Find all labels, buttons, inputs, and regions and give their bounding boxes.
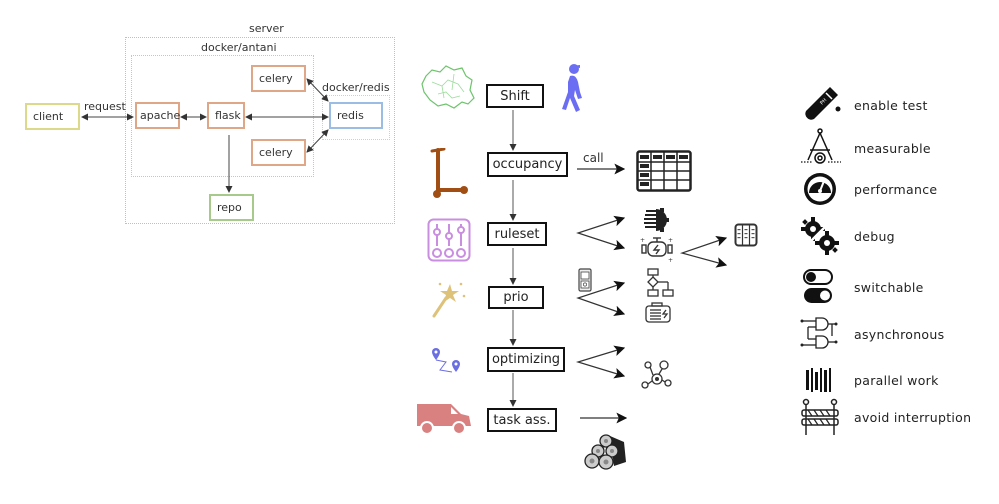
gear-cog-icon [644, 208, 669, 232]
step-prio: prio [488, 286, 544, 309]
celery-node-top: celery [251, 65, 306, 92]
step-task-assignment: task ass. [487, 408, 557, 432]
legend-label-avoid-interruption: avoid interruption [854, 409, 972, 425]
legend-label-parallel-work: parallel work [854, 372, 939, 388]
step-ruleset-label: ruleset [494, 226, 540, 242]
celery-node-top-label: celery [259, 72, 293, 85]
step-shift: Shift [486, 84, 544, 108]
step-occupancy: occupancy [487, 152, 568, 177]
repo-node-label: repo [217, 201, 242, 214]
barrier-icon [801, 398, 839, 435]
legend-item-performance: performance [800, 169, 937, 209]
celery-node-bottom-label: celery [259, 146, 293, 159]
fork-engine [679, 235, 728, 268]
legend-label-performance: performance [854, 181, 938, 197]
log-pile-icon [584, 434, 626, 470]
sliders-icon [427, 218, 471, 262]
legend-item-measurable: measurable [800, 128, 931, 168]
flask-node: flask [207, 102, 245, 129]
svg-text:PH: PH [819, 97, 828, 106]
client-node: client [25, 103, 80, 130]
server-zone-label: server [249, 22, 284, 35]
server-rack-icon [734, 223, 758, 247]
battery-motor-icon [645, 302, 671, 323]
fork-optimizing [575, 345, 626, 379]
scooter-icon [430, 148, 468, 198]
phone-device-icon [578, 268, 592, 292]
svg-text:+: + [640, 237, 645, 244]
logic-gates-icon [800, 317, 838, 349]
legend-item-debug: debug [800, 216, 895, 256]
van-icon [417, 404, 471, 435]
apache-node: apache [135, 102, 180, 129]
city-map-icon [421, 65, 475, 109]
gears-icon [801, 217, 839, 255]
step-prio-label: prio [503, 290, 529, 305]
step-occupancy-label: occupancy [492, 157, 563, 172]
repo-node: repo [209, 194, 254, 221]
svg-text:+: + [668, 237, 673, 244]
legend-label-asynchronous: asynchronous [854, 326, 945, 342]
legend-label-switchable: switchable [854, 279, 924, 295]
redis-node: redis [329, 102, 383, 129]
celery-node-bottom: celery [251, 139, 306, 166]
svg-text:+: + [668, 257, 673, 262]
legend-item-parallel-work: parallel work [800, 360, 938, 400]
parallel-bars-icon [806, 368, 831, 392]
step-shift-label: Shift [500, 88, 530, 104]
step-ruleset: ruleset [487, 222, 547, 246]
toggle-icon [803, 269, 833, 303]
call-label: call [583, 151, 604, 165]
legend-label-enable-test: enable test [854, 97, 928, 113]
route-pins-icon [432, 348, 460, 373]
test-tube-icon: PH [805, 87, 841, 120]
legend-label-measurable: measurable [854, 140, 931, 156]
step-optimizing: optimizing [487, 347, 565, 372]
docker-antani-zone-label: docker/antani [201, 41, 277, 54]
docker-redis-zone-label: docker/redis [322, 81, 390, 94]
legend-label-debug: debug [854, 228, 895, 244]
legend-item-enable-test: PH enable test [800, 85, 927, 125]
legend-item-avoid-interruption: avoid interruption [800, 397, 971, 437]
apache-node-label: apache [140, 109, 181, 122]
redis-node-label: redis [337, 109, 364, 122]
step-task-assignment-label: task ass. [493, 412, 551, 428]
client-node-label: client [33, 110, 64, 123]
legend-item-switchable: switchable [800, 267, 923, 307]
molecule-network-icon [641, 360, 672, 389]
magic-wand-icon [432, 282, 466, 318]
request-edge-label: request [84, 100, 126, 113]
fork-ruleset [576, 215, 626, 251]
caliper-gear-icon [801, 128, 841, 164]
server-zone [125, 37, 395, 224]
engine-icon: + + + [640, 237, 673, 262]
table-icon [636, 150, 692, 192]
flask-node-label: flask [215, 109, 241, 122]
speedometer-icon [804, 173, 836, 205]
step-optimizing-label: optimizing [491, 352, 561, 367]
flowchart-icon [647, 268, 674, 297]
walking-person-icon [562, 64, 582, 112]
legend-item-asynchronous: asynchronous [800, 314, 944, 354]
